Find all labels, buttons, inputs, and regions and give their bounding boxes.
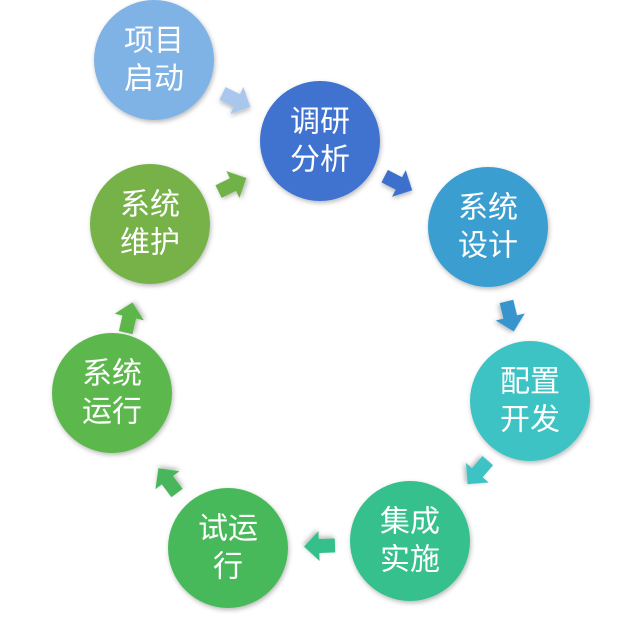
step-label-line: 行 [213, 550, 243, 585]
step-label-line: 分析 [290, 143, 350, 178]
flow-arrow-icon [215, 171, 247, 199]
step-label-line: 调研 [290, 105, 350, 140]
step-circle [52, 333, 172, 453]
step-circle [168, 488, 288, 608]
flow-arrow-shape [381, 169, 413, 197]
flow-arrow-shape [465, 456, 494, 485]
step-circle [350, 481, 470, 601]
arrows-layer [114, 86, 525, 562]
flow-arrow-icon [304, 531, 336, 562]
step-label-line: 维护 [120, 226, 180, 261]
step-circle [90, 164, 210, 284]
step-label-line: 试运 [198, 512, 258, 547]
step-label-line: 配置 [500, 365, 560, 400]
flow-arrow-icon [381, 169, 413, 197]
flow-arrow-icon [465, 456, 494, 485]
flow-arrow-shape [155, 468, 183, 498]
flow-arrow-shape [304, 531, 336, 562]
step-label-line: 系统 [82, 357, 142, 392]
step-label-line: 设计 [458, 229, 518, 264]
flow-arrow-shape [495, 299, 525, 332]
flow-arrow-icon [155, 468, 183, 498]
step-circle [260, 81, 380, 201]
step-circle [94, 0, 214, 120]
flow-arrow-shape [219, 86, 251, 114]
step-label-line: 项目 [124, 24, 184, 59]
step-label-line: 系统 [458, 191, 518, 226]
flow-arrow-shape [215, 171, 247, 199]
step-circle [428, 167, 548, 287]
step-label-line: 系统 [120, 188, 180, 223]
flow-arrow-shape [114, 302, 144, 335]
step-label-line: 实施 [380, 543, 440, 578]
process-step-node: 试运行 [168, 488, 288, 608]
step-label-line: 开发 [500, 403, 560, 438]
flow-arrow-icon [219, 86, 251, 114]
step-circle [470, 341, 590, 461]
step-label-line: 启动 [124, 62, 184, 97]
step-label-line: 运行 [82, 395, 142, 430]
step-label-line: 集成 [380, 505, 440, 540]
flow-arrow-icon [114, 302, 144, 335]
flow-arrow-icon [495, 299, 525, 332]
